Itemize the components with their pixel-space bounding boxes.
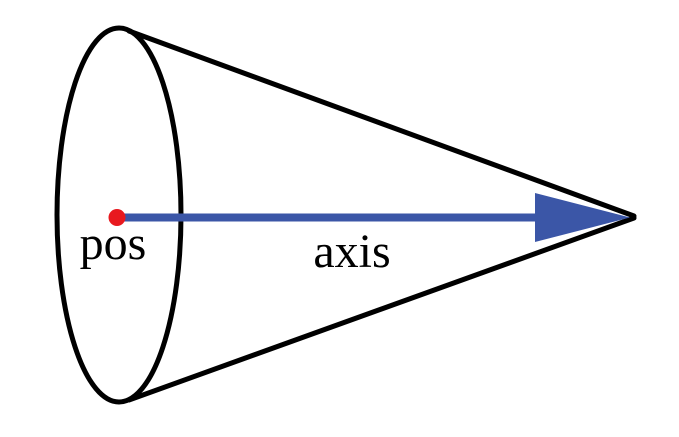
axis-label: axis xyxy=(313,225,390,278)
axis-arrow-head xyxy=(535,193,630,242)
pos-label: pos xyxy=(80,217,147,270)
cone-upper-edge xyxy=(126,28,637,219)
cone-lower-edge xyxy=(126,215,637,403)
pos-point xyxy=(108,209,126,226)
